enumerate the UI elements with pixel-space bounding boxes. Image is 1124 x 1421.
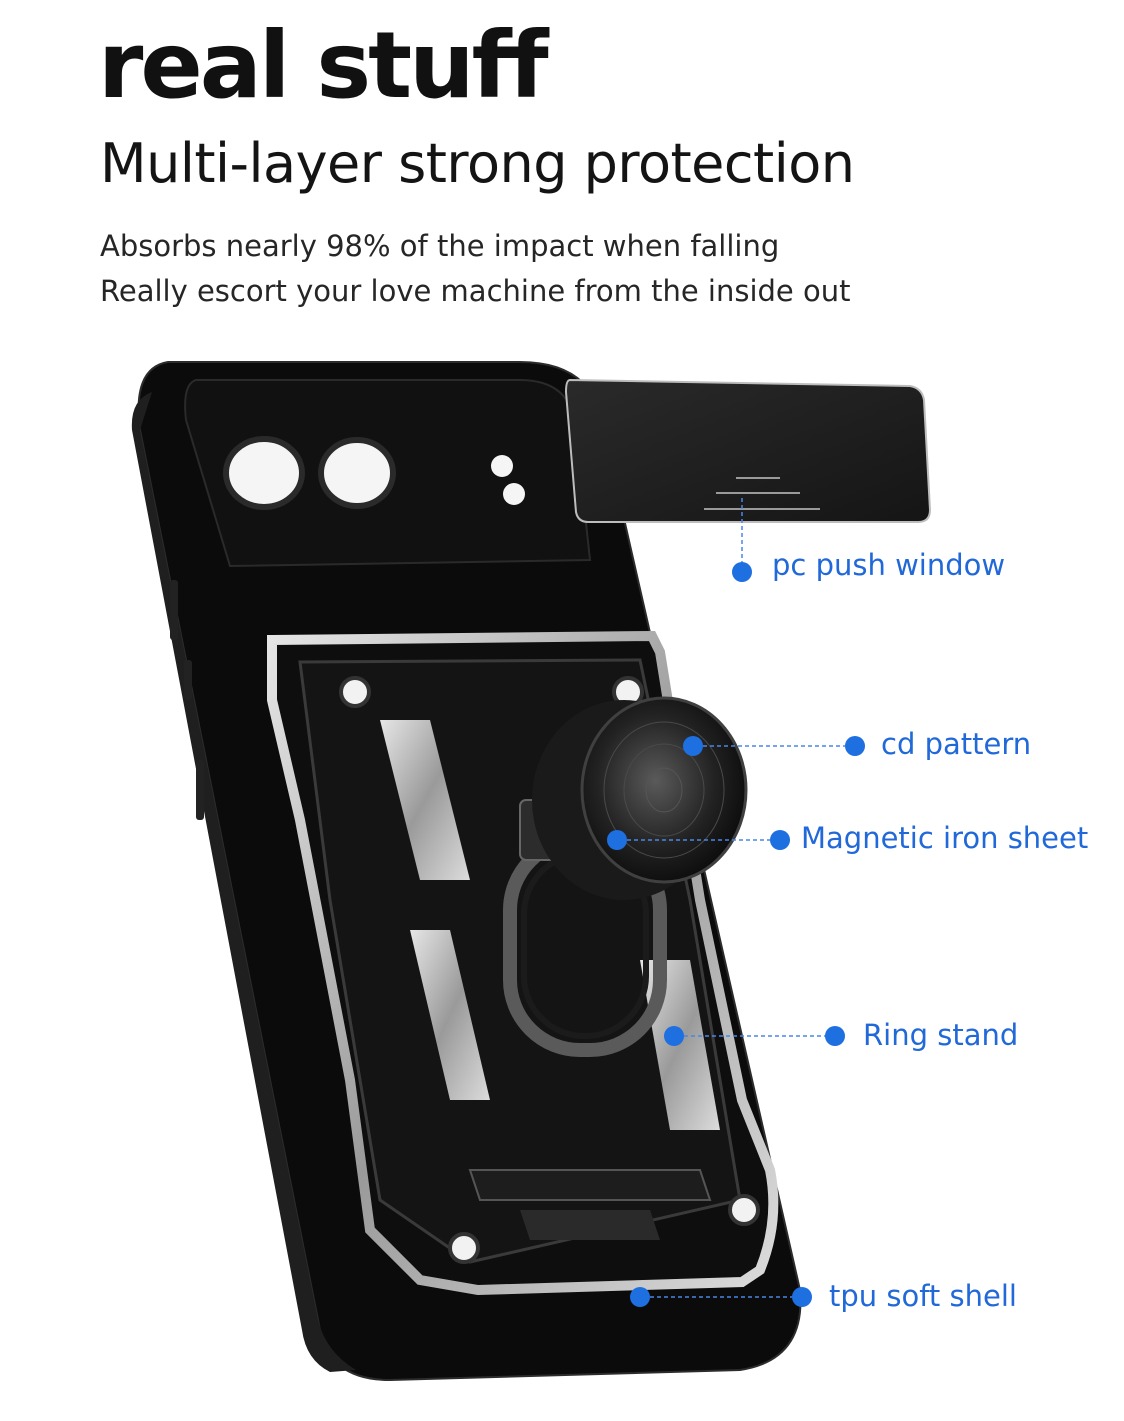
- callout-dot-icon: [792, 1287, 812, 1307]
- push-window-part: [564, 378, 932, 523]
- callout-dot-icon: [770, 830, 790, 850]
- callout-dot-icon: [683, 736, 703, 756]
- callout-dot-icon: [630, 1287, 650, 1307]
- callout-ring-stand: Ring stand: [863, 1018, 1019, 1052]
- description-line-2: Really escort your love machine from the…: [100, 274, 851, 308]
- callout-dot-icon: [845, 736, 865, 756]
- camera-lens-hole-icon: [318, 437, 396, 509]
- callout-push-window: pc push window: [772, 548, 1006, 582]
- camera-cutouts: [223, 436, 525, 510]
- callout-dot-icon: [664, 1026, 684, 1046]
- callout-tpu-soft-shell: tpu soft shell: [829, 1279, 1017, 1313]
- page-title: real stuff: [98, 12, 549, 119]
- callout-leaders: [607, 498, 865, 1307]
- side-button-icon: [170, 580, 178, 640]
- cd-pattern-disc: [532, 696, 748, 900]
- callout-cd-pattern: cd pattern: [881, 727, 1032, 761]
- page-subtitle: Multi-layer strong protection: [100, 132, 855, 195]
- callout-dot-icon: [607, 830, 627, 850]
- description-line-1: Absorbs nearly 98% of the impact when fa…: [100, 229, 780, 263]
- callout-magnetic-iron-sheet: Magnetic iron sheet: [801, 821, 1089, 855]
- camera-lens-hole-icon: [223, 436, 305, 510]
- callout-dot-icon: [825, 1026, 845, 1046]
- flash-hole-icon: [491, 455, 513, 477]
- callout-dot-icon: [732, 562, 752, 582]
- mic-hole-icon: [503, 483, 525, 505]
